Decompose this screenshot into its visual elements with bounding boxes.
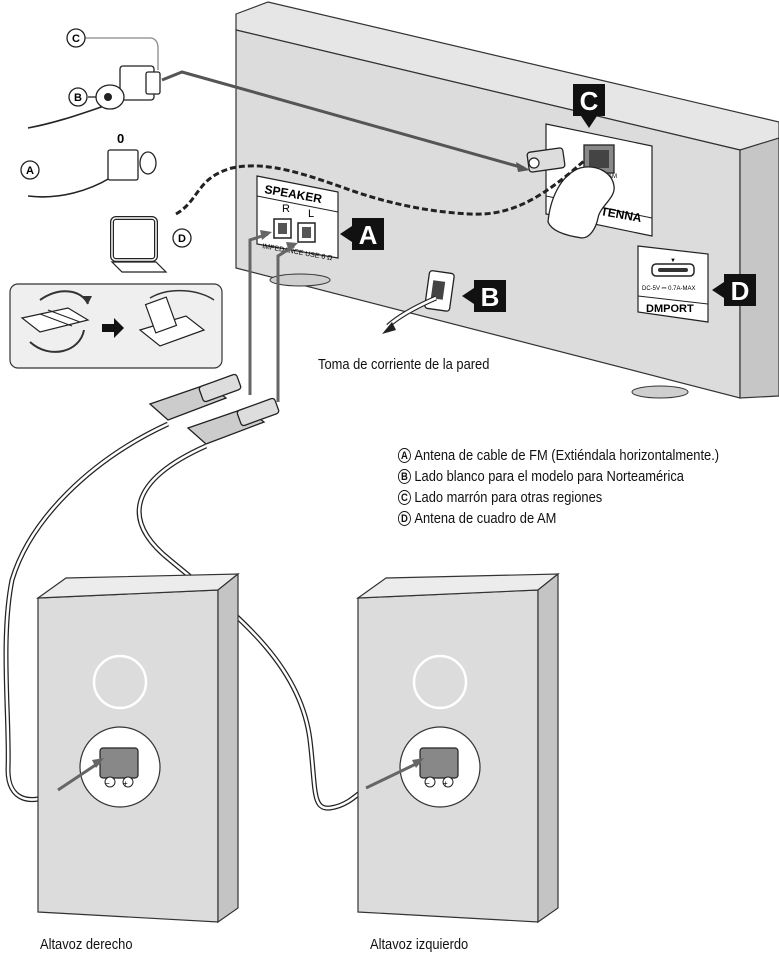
speaker-cables <box>3 230 370 811</box>
legend-text-a: Antena de cable de FM (Extiéndala horizo… <box>414 447 720 464</box>
dmport-rating: DC-5V ⎓ 0.7A-MAX <box>642 286 695 292</box>
fm-connector-0 <box>107 149 139 181</box>
antenna-block: AM ANTENNA <box>526 123 653 239</box>
svg-text:A: A <box>359 220 378 250</box>
unit-foot-right <box>631 385 689 399</box>
left-speaker-port <box>412 654 468 710</box>
unit-side <box>739 137 779 399</box>
legend-item-d: D Antena de cuadro de AM <box>398 508 719 529</box>
legend-item-a: A Antena de cable de FM (Extiéndala hori… <box>398 445 719 466</box>
right-speaker-terminal[interactable] <box>99 747 139 779</box>
fm-connector-group: 0 <box>27 37 161 198</box>
small-label-d: D <box>172 228 192 248</box>
svg-text:D: D <box>178 233 186 245</box>
am-label: AM <box>608 174 617 180</box>
svg-text:C: C <box>72 33 80 45</box>
dmport-block: ▼ DC-5V ⎓ 0.7A-MAX DMPORT <box>637 245 709 323</box>
legend: A Antena de cable de FM (Extiéndala hori… <box>398 445 771 529</box>
svg-text:B: B <box>481 282 500 312</box>
am-antenna-wire <box>175 158 586 216</box>
unit-foot-left <box>269 273 331 287</box>
callout-b: B <box>462 280 506 312</box>
svg-text:D: D <box>731 276 750 306</box>
legend-text-c: Lado marrón para otras regiones <box>414 489 603 506</box>
right-speaker: − + <box>36 572 240 924</box>
power-inlet <box>382 270 455 334</box>
legend-item-b: B Lado blanco para el modelo para Nortea… <box>398 466 719 487</box>
svg-text:−: − <box>425 779 430 788</box>
speaker-r-label: R <box>282 203 290 215</box>
speaker-plug-left <box>186 397 280 445</box>
small-label-c: C <box>66 28 86 48</box>
svg-text:B: B <box>74 92 82 104</box>
svg-text:+: + <box>123 779 128 788</box>
svg-text:C: C <box>580 86 599 116</box>
fm-antenna-line <box>161 70 530 172</box>
callout-c: C <box>573 84 605 128</box>
legend-key-c: C <box>398 490 411 505</box>
legend-key-d: D <box>398 511 411 526</box>
legend-key-b: B <box>398 469 411 484</box>
legend-key-a: A <box>398 448 411 463</box>
arrow-right-icon <box>102 318 124 338</box>
hand <box>547 166 615 239</box>
right-speaker-label: Altavoz derecho <box>40 936 133 953</box>
legend-text-d: Antena de cuadro de AM <box>414 510 557 527</box>
callout-a: A <box>340 218 384 250</box>
main-unit: SPEAKER R L IMPEDANCE USE 6 Ω AM ANTENNA <box>235 1 779 399</box>
svg-text:▼: ▼ <box>670 258 676 264</box>
svg-text:−: − <box>105 779 110 788</box>
dmport-label: DMPORT <box>646 303 694 315</box>
speaker-plug-right <box>148 373 242 421</box>
small-label-b: B <box>68 87 88 107</box>
legend-item-c: C Lado marrón para otras regiones <box>398 487 719 508</box>
label-zero: 0 <box>117 131 124 146</box>
left-speaker-label: Altavoz izquierdo <box>370 936 469 953</box>
small-label-a: A <box>20 160 40 180</box>
assembly-inset <box>9 283 223 369</box>
left-speaker: − + <box>356 572 560 924</box>
svg-text:+: + <box>443 779 448 788</box>
svg-text:A: A <box>26 165 34 177</box>
speaker-l-label: L <box>308 208 314 220</box>
am-loop-antenna <box>110 216 168 273</box>
fm-wire-lower <box>27 177 111 198</box>
legend-text-b: Lado blanco para el modelo para Norteamé… <box>414 468 684 485</box>
left-speaker-terminal[interactable] <box>419 747 459 779</box>
right-speaker-port <box>92 654 148 710</box>
wall-outlet-label: Toma de corriente de la pared <box>318 356 490 373</box>
callout-d: D <box>712 274 756 306</box>
